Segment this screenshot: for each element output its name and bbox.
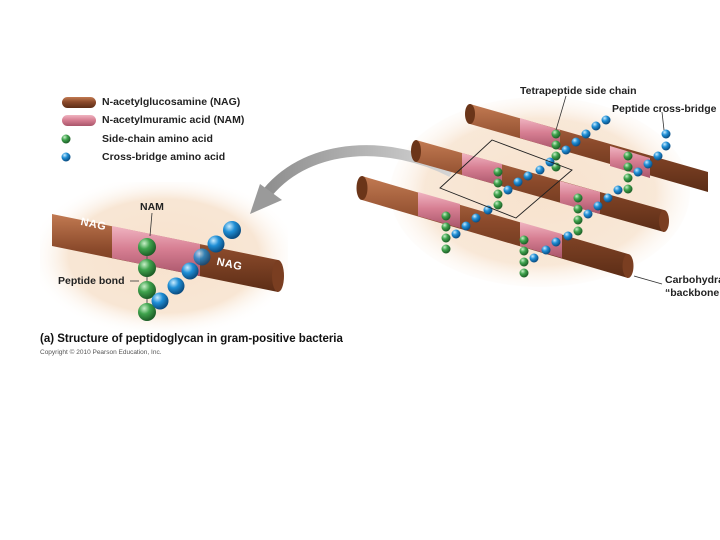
legend-label-side-chain: Side-chain amino acid [102, 133, 213, 145]
legend-label-cross-bridge: Cross-bridge amino acid [102, 151, 226, 163]
inset-strand [52, 212, 284, 321]
legend-item-cross-bridge: Cross-bridge amino acid [58, 149, 225, 165]
peptide-bond-label: Peptide bond [58, 275, 125, 287]
nam-label: NAM [140, 201, 164, 213]
copyright-notice: Copyright © 2010 Pearson Education, Inc. [40, 349, 162, 356]
caption-part: (a) [40, 333, 55, 345]
lattice-strands [356, 104, 708, 278]
tetrapeptide-label: Tetrapeptide side chain [520, 85, 637, 97]
legend-swatches [61, 97, 96, 162]
legend-item-nam: N-acetylmuramic acid (NAM) [58, 112, 244, 128]
cross-bridge-label: Peptide cross-bridge [612, 103, 717, 115]
backbone-label-line2: “backbone [665, 287, 720, 299]
legend-label-nam: N-acetylmuramic acid (NAM) [102, 114, 245, 126]
caption-text: Structure of peptidoglycan in gram-posit… [57, 333, 343, 345]
legend-item-side-chain: Side-chain amino acid [58, 131, 213, 147]
legend-label-nag: N-acetylglucosamine (NAG) [102, 96, 241, 108]
backbone-label-line1: Carbohydra [665, 274, 720, 286]
figure-caption: (a) Structure of peptidoglycan in gram-p… [40, 333, 343, 345]
lattice-peptides [439, 95, 671, 285]
legend-item-nag: N-acetylglucosamine (NAG) [58, 94, 240, 110]
